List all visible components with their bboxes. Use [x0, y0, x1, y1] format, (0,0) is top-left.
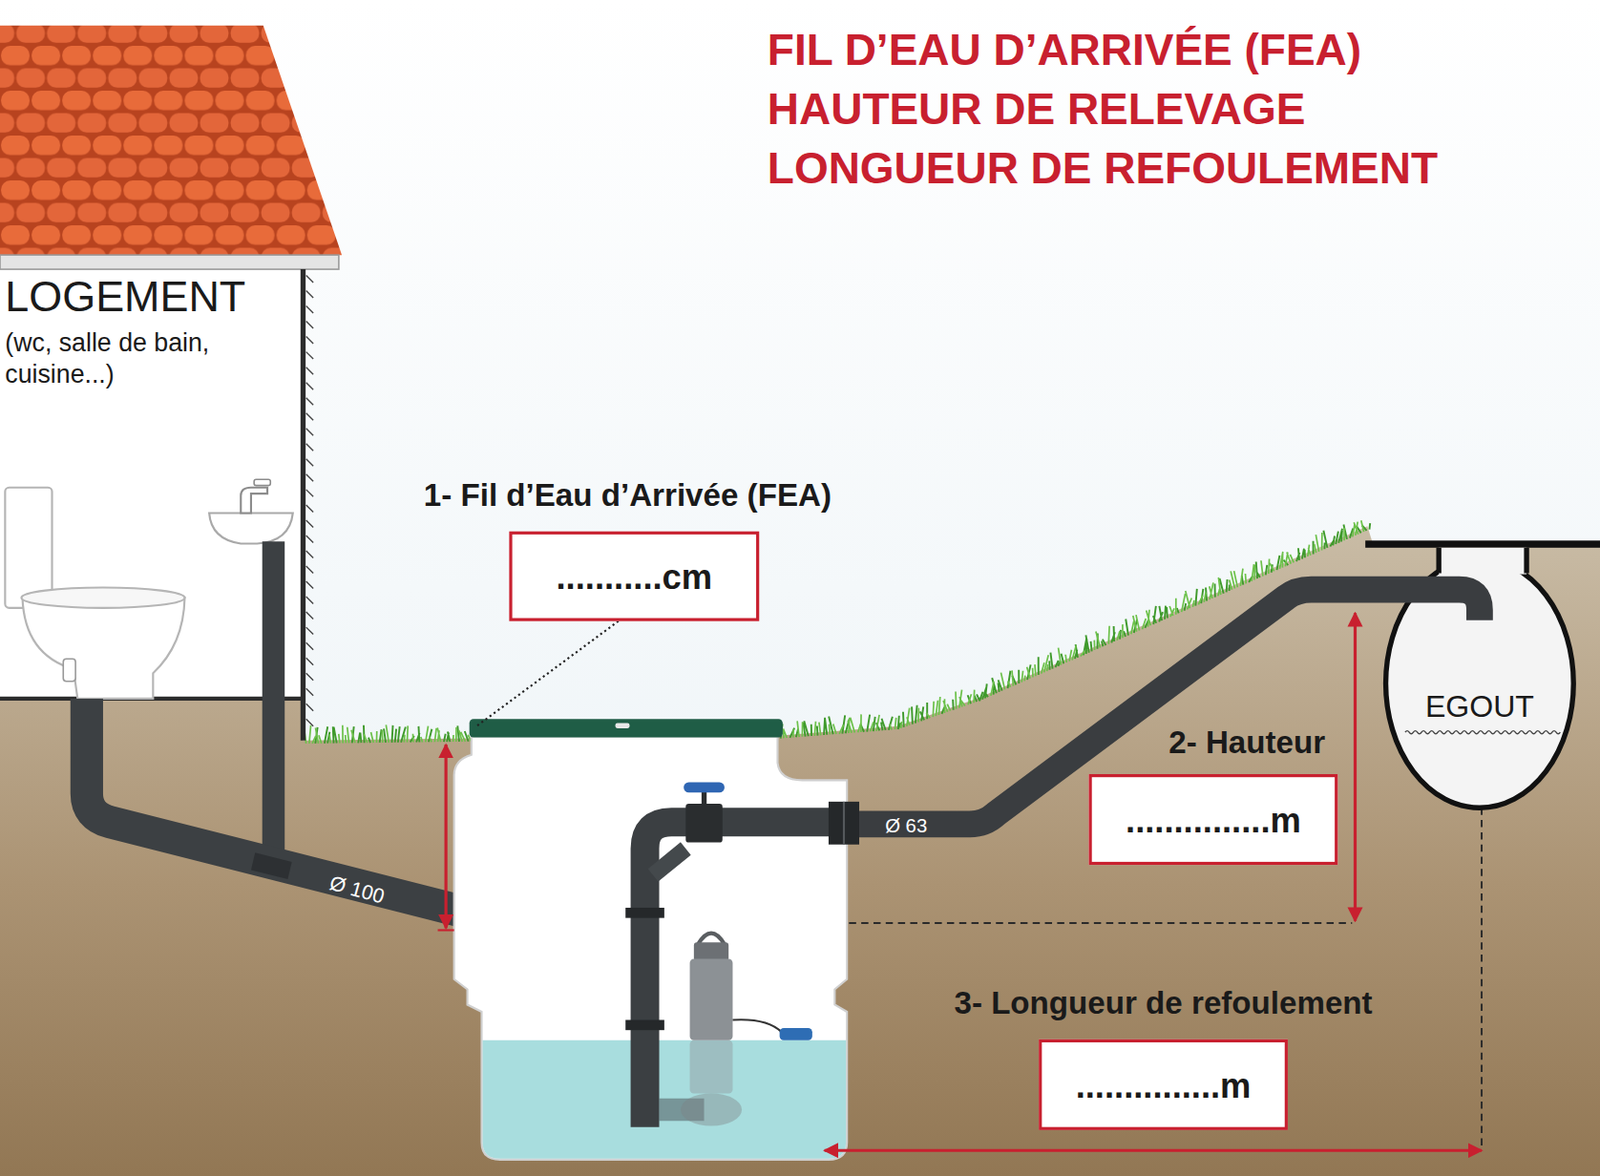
dimension-length	[824, 1149, 1482, 1153]
pump-body-submerged	[690, 1040, 734, 1095]
dimension-fea	[444, 744, 448, 928]
wall-line	[300, 269, 306, 741]
dimension-tick	[438, 928, 455, 931]
pump-body	[690, 958, 734, 1040]
input-field: ...........cm 1- Fil d’Eau d’Arrivée (FEA…	[402, 475, 852, 624]
pump-volute	[680, 1093, 742, 1126]
roof	[0, 25, 342, 255]
valve-stem	[701, 791, 707, 804]
manhole-side	[1435, 547, 1441, 574]
building-name: LOGEMENT	[4, 273, 273, 320]
valve-body	[685, 803, 722, 843]
pipe-ring	[625, 907, 665, 919]
road-surface	[1365, 540, 1600, 548]
gutter	[0, 254, 339, 270]
toilet-seat	[21, 587, 185, 608]
lid-slot	[615, 723, 631, 729]
dimension-height	[1353, 612, 1357, 922]
answer-box: ...........cm	[508, 531, 759, 622]
grass-blades	[315, 523, 1370, 744]
building-label: LOGEMENT (wc, salle de bain, cuisine...)	[4, 273, 273, 406]
sink-drain-pipe	[262, 541, 286, 865]
y-fitting	[652, 848, 686, 876]
field-heading: 2- Hauteur	[1168, 721, 1326, 763]
discharge-pipe	[859, 589, 1480, 825]
sewer-pipe	[1386, 559, 1575, 809]
hatch-ticks	[306, 274, 314, 726]
tank-water	[483, 1040, 847, 1159]
pipe-tee	[251, 852, 293, 880]
input-field: ...............m3- Longueur de refouleme…	[1031, 983, 1378, 1133]
input-field: ...............m 2- Hauteur	[1081, 721, 1419, 867]
sewer-label: EGOUT	[1382, 688, 1577, 725]
faucet	[240, 487, 268, 514]
riser-pipe	[645, 821, 850, 1127]
sewer-node: EGOUT	[1382, 555, 1577, 811]
field-heading: 1- Fil d’Eau d’Arrivée (FEA)	[423, 475, 832, 517]
sewer-outline	[1382, 555, 1577, 811]
grass-blades	[304, 520, 1365, 744]
field-blank: ...............m	[1125, 799, 1302, 841]
toilet-plate	[63, 658, 76, 682]
wall-hatch	[306, 274, 314, 726]
guide-dashed	[848, 922, 1352, 925]
valve-handle	[683, 782, 725, 794]
field-blank: ...............m	[1075, 1064, 1252, 1106]
pipe-diameter: Ø 63	[884, 814, 927, 839]
sink-basin	[209, 512, 294, 544]
field-blank: ...........cm	[556, 555, 714, 597]
sewer-text-wrap: EGOUT	[1382, 688, 1577, 725]
manhole-side	[1523, 547, 1529, 574]
inlet-pipe	[86, 698, 481, 917]
faucet-handle	[253, 479, 271, 485]
pipe-ring	[625, 1020, 665, 1032]
leader-line	[476, 621, 619, 727]
toilet-bowl	[22, 597, 186, 699]
building-note: (wc, salle de bain, cuisine...)	[4, 326, 260, 390]
float-cable	[732, 1019, 781, 1032]
field-heading: 3- Longueur de refoulement	[953, 983, 1372, 1025]
sewer-water-line	[1405, 731, 1560, 735]
grass	[304, 520, 1370, 744]
house-wall	[0, 267, 303, 699]
answer-box: ...............m	[1038, 1039, 1288, 1131]
flange	[828, 801, 860, 845]
pump-cap	[694, 942, 729, 961]
tank-lid	[469, 718, 783, 737]
float-switch	[779, 1028, 813, 1041]
flange-line	[842, 801, 845, 845]
answer-box: ...............m	[1089, 774, 1339, 865]
guide-dashed	[1480, 807, 1483, 1151]
manhole-neck	[1438, 547, 1527, 575]
diagram-title: FIL D’EAU D’ARRIVÉE (FEA) HAUTEUR DE REL…	[767, 20, 1482, 198]
